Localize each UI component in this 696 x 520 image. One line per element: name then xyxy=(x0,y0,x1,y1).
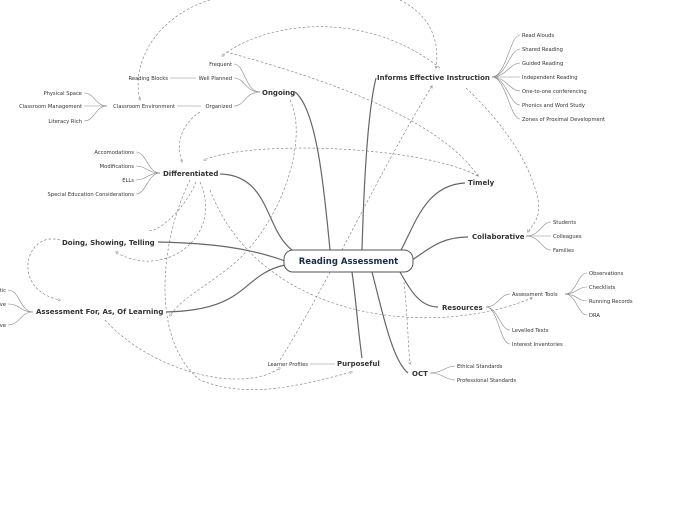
resources-subtopics: Assessment Tools Observations Checklists… xyxy=(512,271,633,348)
subtopic[interactable]: Shared Reading xyxy=(522,47,563,53)
subtopic[interactable]: Accomodations xyxy=(94,150,134,156)
subtopic-well-planned[interactable]: Well Planned xyxy=(199,76,232,82)
subtopic[interactable]: DRA xyxy=(589,313,600,319)
topic-informs-effective-instruction[interactable]: Informs Effective Instruction xyxy=(377,74,490,82)
subtopic[interactable]: Running Records xyxy=(589,299,633,305)
subtopic[interactable]: Read Alouds xyxy=(522,33,554,39)
subtopic[interactable]: Students xyxy=(553,220,576,226)
subtopic[interactable]: Checklists xyxy=(589,285,616,291)
subtopic[interactable]: Ethical Standards xyxy=(457,364,503,370)
oct-subtopics: Ethical Standards Professional Standards xyxy=(457,364,516,384)
subtopic[interactable]: Zones of Proximal Development xyxy=(522,117,605,123)
topic-doing-showing-telling[interactable]: Doing, Showing, Telling xyxy=(62,239,155,247)
subtopic[interactable]: Professional Standards xyxy=(457,378,516,384)
subtopic[interactable]: ELLs xyxy=(122,178,134,184)
topic-resources[interactable]: Resources xyxy=(442,304,483,312)
subtopic[interactable]: Colleagues xyxy=(553,234,582,240)
topic-timely[interactable]: Timely xyxy=(468,179,495,187)
main-branches xyxy=(157,77,469,374)
subtopic[interactable]: Interest Inventories xyxy=(512,342,563,348)
afal-subtopics: tic ve ve xyxy=(0,288,6,329)
subtopic[interactable]: One-to-one conferencing xyxy=(522,89,587,95)
relationship-arrows xyxy=(27,0,540,390)
subtopic[interactable]: Families xyxy=(553,248,574,254)
subtopic[interactable]: ve xyxy=(0,302,6,308)
ongoing-subtopics: Frequent Well Planned Reading Blocks Org… xyxy=(19,62,232,125)
subtopic[interactable]: Phonics and Word Study xyxy=(522,103,585,109)
topic-oct[interactable]: OCT xyxy=(412,370,428,378)
topic-assessment-for-as-of-learning[interactable]: Assessment For, As, Of Learning xyxy=(36,308,163,316)
subtopic[interactable]: Classroom Management xyxy=(19,104,82,110)
central-topic-label: Reading Assessment xyxy=(299,257,398,267)
subtopic[interactable]: tic xyxy=(0,288,6,294)
subtopic[interactable]: Levelled Texts xyxy=(512,328,549,334)
subtopic[interactable]: Literacy Rich xyxy=(48,119,82,125)
subtopic[interactable]: ve xyxy=(0,323,6,329)
subtopic[interactable]: Modifications xyxy=(100,164,135,170)
subtopic[interactable]: Physical Space xyxy=(43,91,82,97)
differentiated-subtopics: Accomodations Modifications ELLs Special… xyxy=(48,150,135,198)
topic-differentiated[interactable]: Differentiated xyxy=(163,170,218,178)
subtopic-reading-blocks[interactable]: Reading Blocks xyxy=(129,76,169,82)
subtopic[interactable]: Observations xyxy=(589,271,624,277)
subtopic[interactable]: Special Education Considerations xyxy=(48,192,135,198)
sub-branches xyxy=(7,34,588,381)
subtopic-classroom-environment[interactable]: Classroom Environment xyxy=(113,104,175,110)
subtopic[interactable]: Guided Reading xyxy=(522,61,563,67)
central-topic[interactable]: Reading Assessment xyxy=(283,249,414,273)
subtopic-learner-profiles[interactable]: Learner Profiles xyxy=(268,362,309,368)
topic-ongoing[interactable]: Ongoing xyxy=(262,89,295,97)
topic-collaborative[interactable]: Collaborative xyxy=(472,233,525,241)
subtopic-assessment-tools[interactable]: Assessment Tools xyxy=(512,292,558,298)
subtopic-organized[interactable]: Organized xyxy=(205,104,232,110)
subtopic-frequent[interactable]: Frequent xyxy=(209,62,232,68)
informs-subtopics: Read Alouds Shared Reading Guided Readin… xyxy=(522,33,605,123)
collaborative-subtopics: Students Colleagues Families xyxy=(553,220,582,254)
topic-purposeful[interactable]: Purposeful xyxy=(337,360,380,368)
subtopic[interactable]: Independent Reading xyxy=(522,75,578,81)
